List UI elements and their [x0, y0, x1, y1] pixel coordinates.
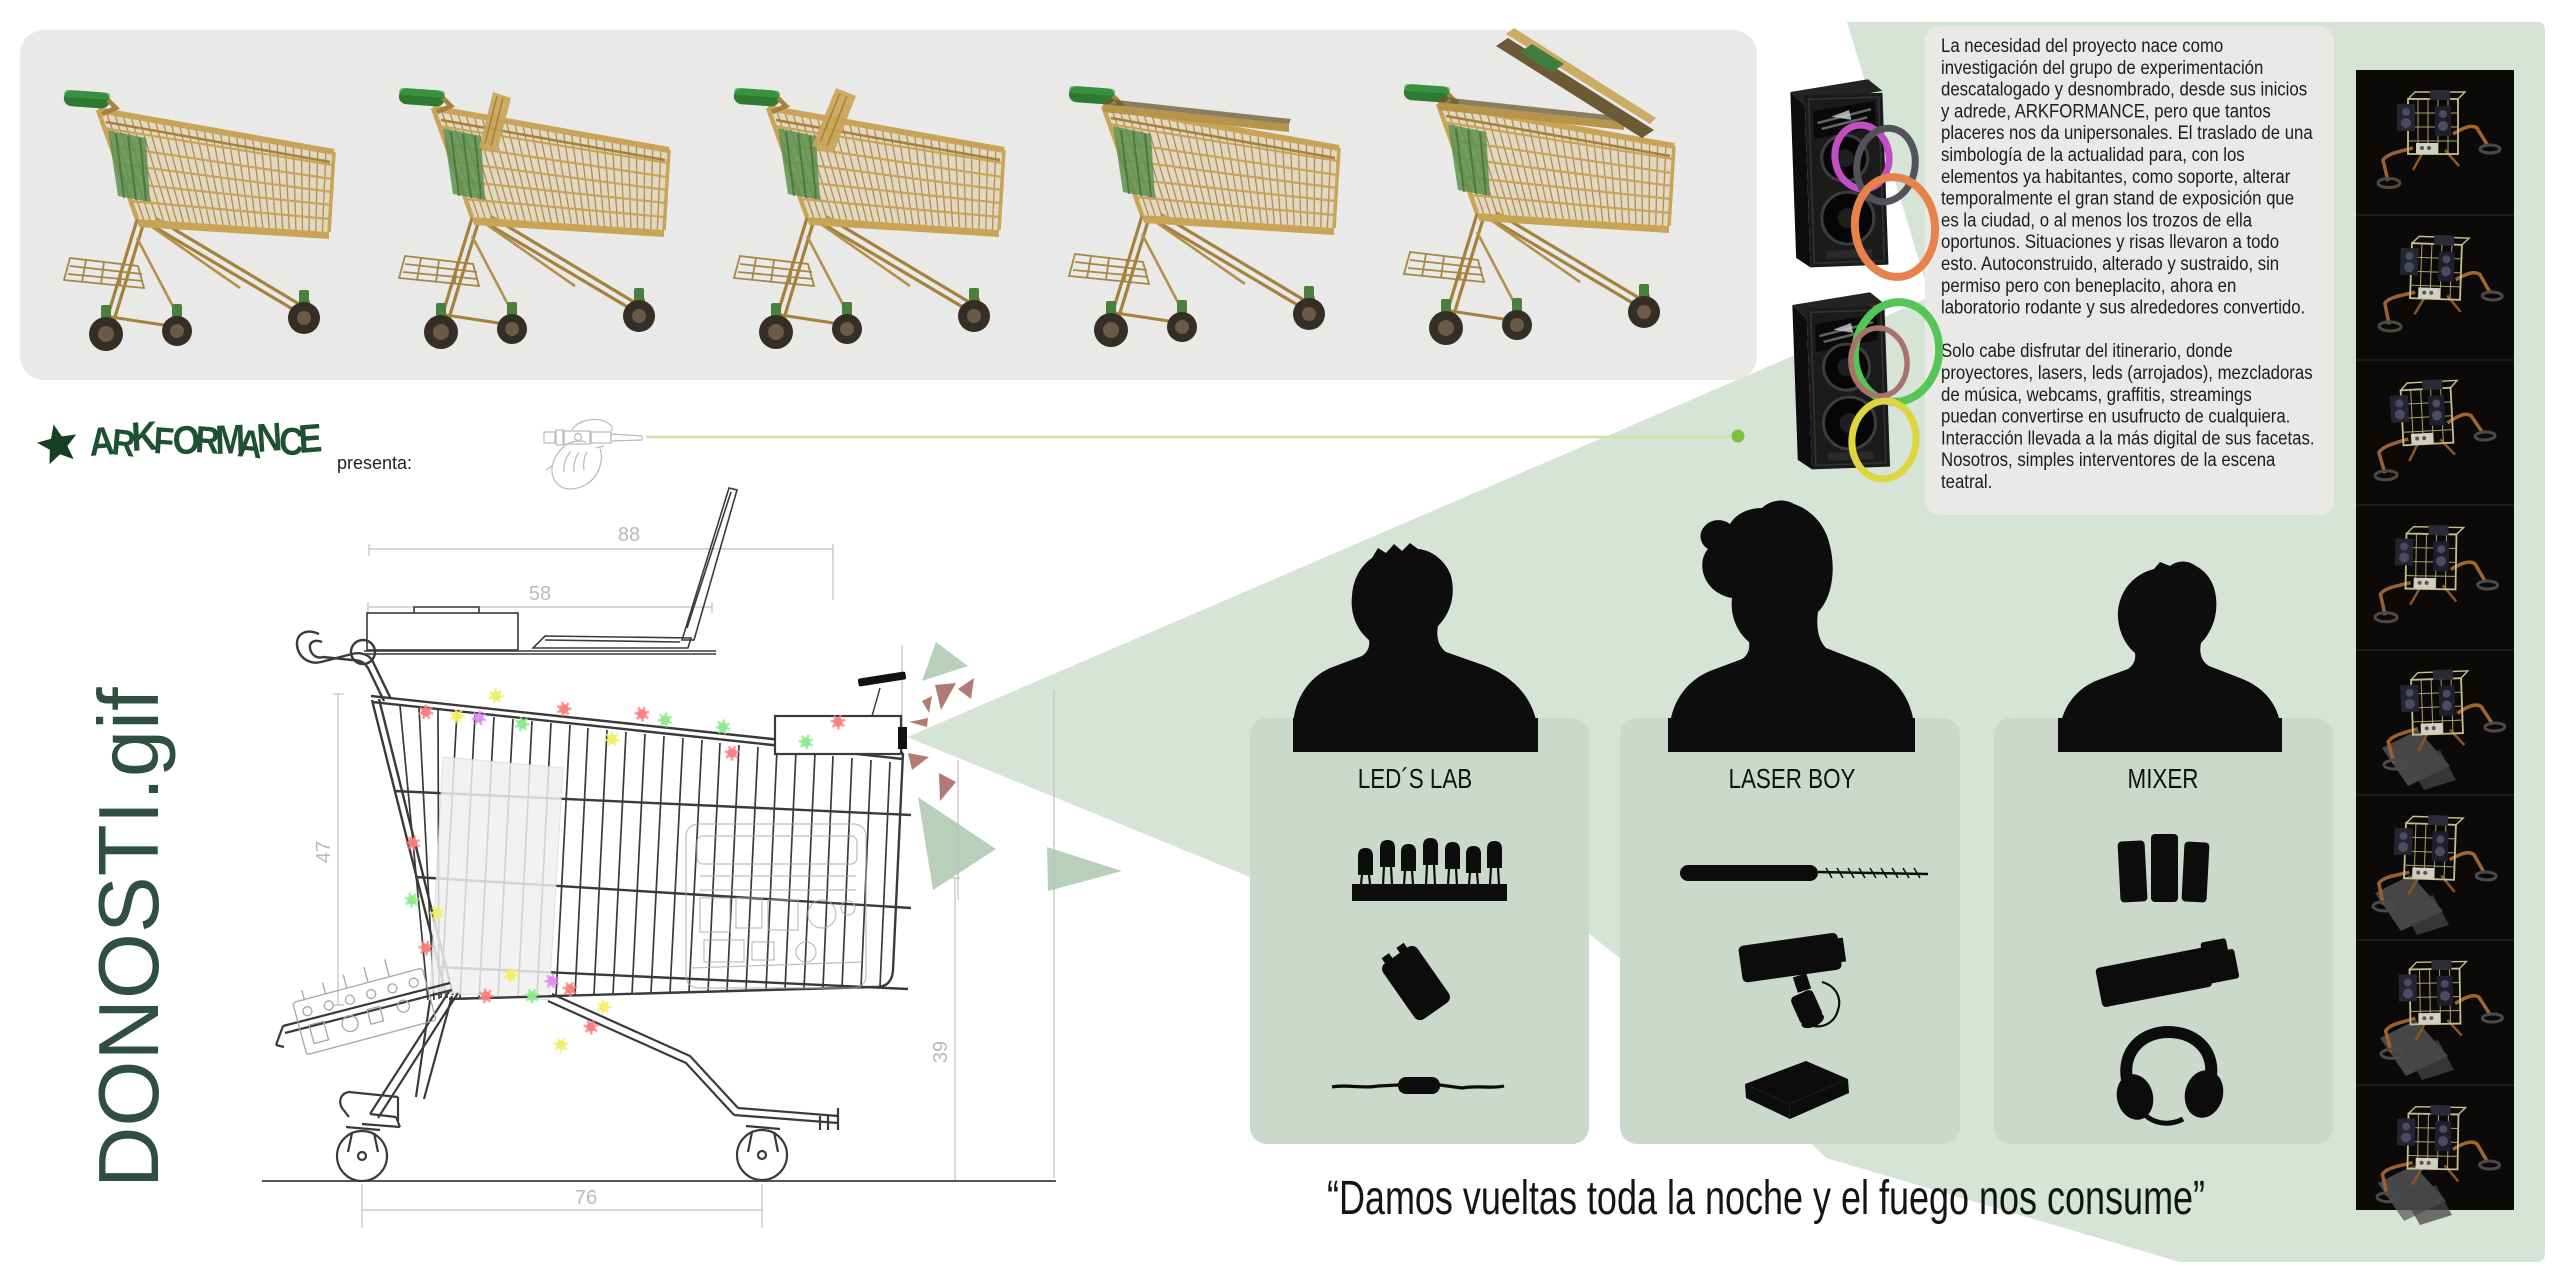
- svg-text:“Damos vueltas toda la noche y: “Damos vueltas toda la noche y el fuego …: [1327, 1171, 2205, 1224]
- svg-text:A: A: [88, 418, 116, 464]
- svg-text:O: O: [171, 416, 202, 463]
- svg-text:E: E: [297, 415, 323, 461]
- svg-text:LED´S LAB: LED´S LAB: [1358, 764, 1472, 795]
- svg-text:esto. Autoconstruido, alterado: esto. Autoconstruido, alterado y sustrai…: [1941, 253, 2279, 274]
- svg-text:teatral.: teatral.: [1941, 471, 1992, 492]
- svg-text:y adrede, ARKFORMANCE, pero qu: y adrede, ARKFORMANCE, pero que tantos: [1941, 100, 2271, 121]
- svg-text:F: F: [152, 419, 175, 463]
- svg-text:es la ciudad, o al menos los t: es la ciudad, o al menos los trozos de e…: [1941, 209, 2253, 230]
- svg-text:presenta:: presenta:: [337, 453, 412, 473]
- svg-text:de música, webcams, graffitis,: de música, webcams, graffitis, streaming…: [1941, 384, 2252, 405]
- svg-text:permiso pero con beneplacito,: permiso pero con beneplacito, ahora en: [1941, 275, 2236, 296]
- svg-text:placeres nos da unipersonales.: placeres nos da unipersonales. El trasla…: [1941, 122, 2314, 143]
- svg-text:simbología de la actualidad pa: simbología de la actualidad para, con lo…: [1941, 144, 2245, 165]
- svg-text:R: R: [194, 418, 221, 462]
- svg-text:76: 76: [575, 1187, 597, 1209]
- svg-text:88: 88: [618, 524, 640, 546]
- svg-text:47: 47: [313, 841, 335, 863]
- svg-text:K: K: [130, 413, 158, 460]
- svg-text:DONOSTI.gif: DONOSTI.gif: [82, 687, 177, 1188]
- svg-text:temporalmente el gran stand de: temporalmente el gran stand de exposició…: [1941, 187, 2294, 208]
- svg-text:N: N: [255, 414, 283, 460]
- svg-text:proyectores, lasers, leds (arr: proyectores, lasers, leds (arrojados), m…: [1941, 362, 2313, 383]
- svg-text:R: R: [110, 421, 137, 465]
- svg-text:elementos ya habitantes, como: elementos ya habitantes, como soporte, a…: [1941, 166, 2290, 187]
- svg-text:puedan convertirse en usufruct: puedan convertirse en usufructo de cualq…: [1941, 405, 2290, 426]
- svg-text:M: M: [215, 417, 246, 464]
- svg-text:descatalogado y desnombrado, d: descatalogado y desnombrado, desde sus i…: [1941, 78, 2307, 99]
- svg-text:LASER BOY: LASER BOY: [1729, 764, 1856, 795]
- svg-text:39: 39: [930, 1041, 952, 1063]
- svg-text:58: 58: [529, 583, 551, 605]
- svg-text:Nosotros, simples interventore: Nosotros, simples interventores de la es…: [1941, 449, 2276, 470]
- svg-text:MIXER: MIXER: [2128, 764, 2199, 795]
- svg-text:Interacción llevada a la más d: Interacción llevada a la más digital de …: [1941, 427, 2315, 448]
- svg-text:oportunos. Situaciones y risas: oportunos. Situaciones y risas llevaron …: [1941, 231, 2279, 252]
- svg-text:C: C: [278, 419, 305, 464]
- svg-text:La necesidad del proyecto nace: La necesidad del proyecto nace como: [1941, 35, 2223, 56]
- svg-text:investigación del grupo de exp: investigación del grupo de experimentaci…: [1941, 57, 2263, 78]
- svg-text:laboratorio rodante y sus alre: laboratorio rodante y sus alrededores co…: [1941, 296, 2305, 317]
- svg-text:A: A: [236, 421, 264, 467]
- svg-text:Solo cabe disfrutar del itiner: Solo cabe disfrutar del itinerario, dond…: [1941, 340, 2233, 361]
